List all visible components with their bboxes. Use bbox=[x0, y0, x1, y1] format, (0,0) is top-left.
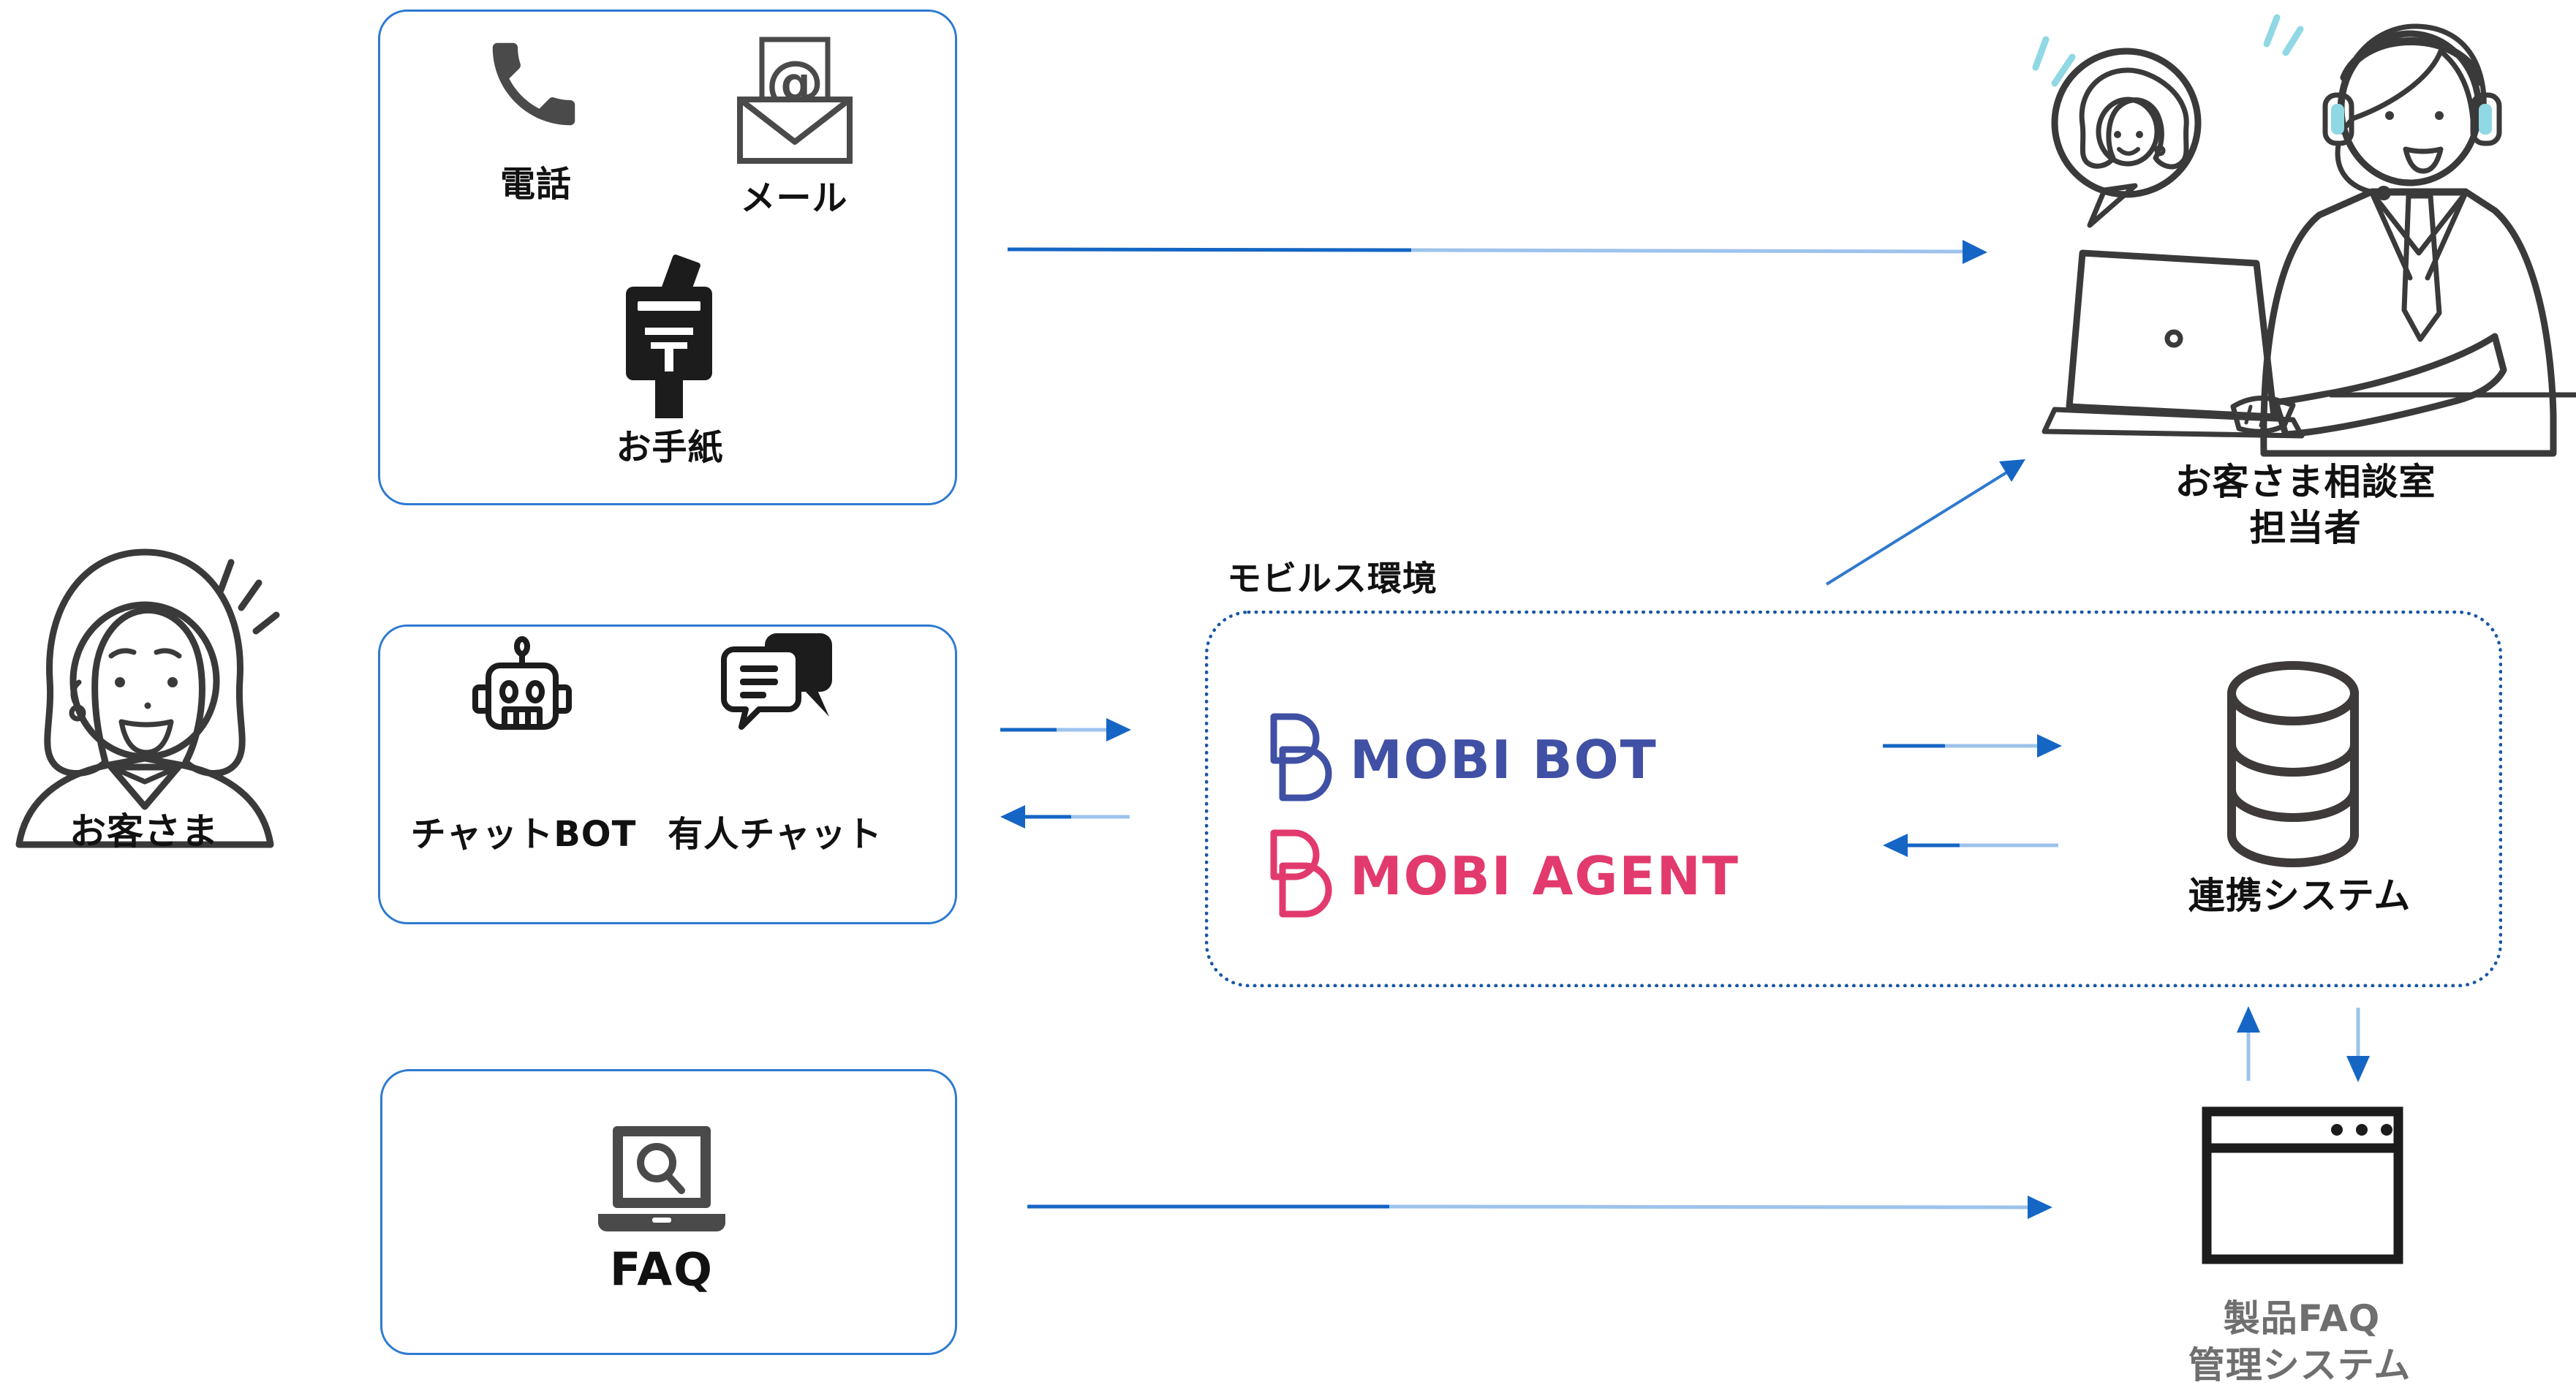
arrow-chat-to-platform bbox=[1000, 718, 1131, 741]
mail-label: メール bbox=[740, 178, 848, 219]
arrow-database-to-products bbox=[1883, 834, 2058, 857]
arrow-platform-to-chat bbox=[1000, 805, 1130, 829]
faq-system-label-line1: 製品FAQ bbox=[2223, 1297, 2381, 1340]
arrow-contact-to-agent bbox=[1007, 240, 1987, 264]
faq-channel-box bbox=[380, 1069, 957, 1355]
mobilus-environment-box bbox=[1205, 611, 2502, 987]
mail-icon: @ bbox=[737, 37, 853, 164]
browser-window-icon bbox=[2202, 1106, 2403, 1264]
mobi-bot-logo-icon bbox=[1270, 713, 1332, 801]
postbox-letter-icon bbox=[626, 254, 712, 418]
letter-label: お手紙 bbox=[616, 427, 724, 468]
arrow-faqsystem-to-database bbox=[2237, 1006, 2260, 1081]
phone-label: 電話 bbox=[499, 164, 573, 205]
arrow-products-to-database bbox=[1883, 734, 2062, 758]
chat-channels-box bbox=[378, 624, 957, 924]
linked-system-label: 連携システム bbox=[2188, 875, 2411, 917]
customer-illustration bbox=[15, 548, 280, 848]
speech-bubble-customer bbox=[2051, 48, 2202, 228]
chatbot-label: チャットBOT bbox=[410, 814, 637, 855]
mobi-agent-wordmark: MOBI AGENT bbox=[1350, 845, 1740, 907]
faq-system-label-line2: 管理システム bbox=[2188, 1344, 2411, 1385]
contact-channels-box bbox=[378, 10, 957, 505]
chat-bubbles-icon bbox=[721, 633, 832, 730]
database-icon bbox=[2227, 661, 2359, 867]
robot-icon bbox=[472, 636, 572, 730]
agent-hand bbox=[2230, 395, 2296, 434]
agent-label-line1: お客さま相談室 bbox=[2175, 461, 2436, 503]
human-chat-label: 有人チャット bbox=[668, 814, 883, 855]
mobilus-environment-title: モビルス環境 bbox=[1227, 559, 1438, 600]
phone-icon bbox=[492, 42, 575, 126]
arrow-platform-to-agent bbox=[1825, 459, 2025, 586]
customer-label: お客さま bbox=[69, 810, 219, 853]
agent-arm bbox=[2272, 333, 2507, 438]
support-agent-illustration bbox=[2032, 14, 2576, 457]
mobi-bot-wordmark: MOBI BOT bbox=[1350, 729, 1658, 790]
arrow-database-to-faqsystem bbox=[2346, 1008, 2370, 1082]
agent-label-line2: 担当者 bbox=[2249, 507, 2362, 549]
faq-search-laptop-icon bbox=[598, 1126, 725, 1231]
faq-label: FAQ bbox=[610, 1242, 714, 1297]
agent-head bbox=[2322, 23, 2502, 200]
arrow-faq-to-faqsystem bbox=[1027, 1196, 2052, 1219]
mobi-agent-logo-icon bbox=[1270, 829, 1332, 918]
headset-icon bbox=[2322, 37, 2502, 200]
